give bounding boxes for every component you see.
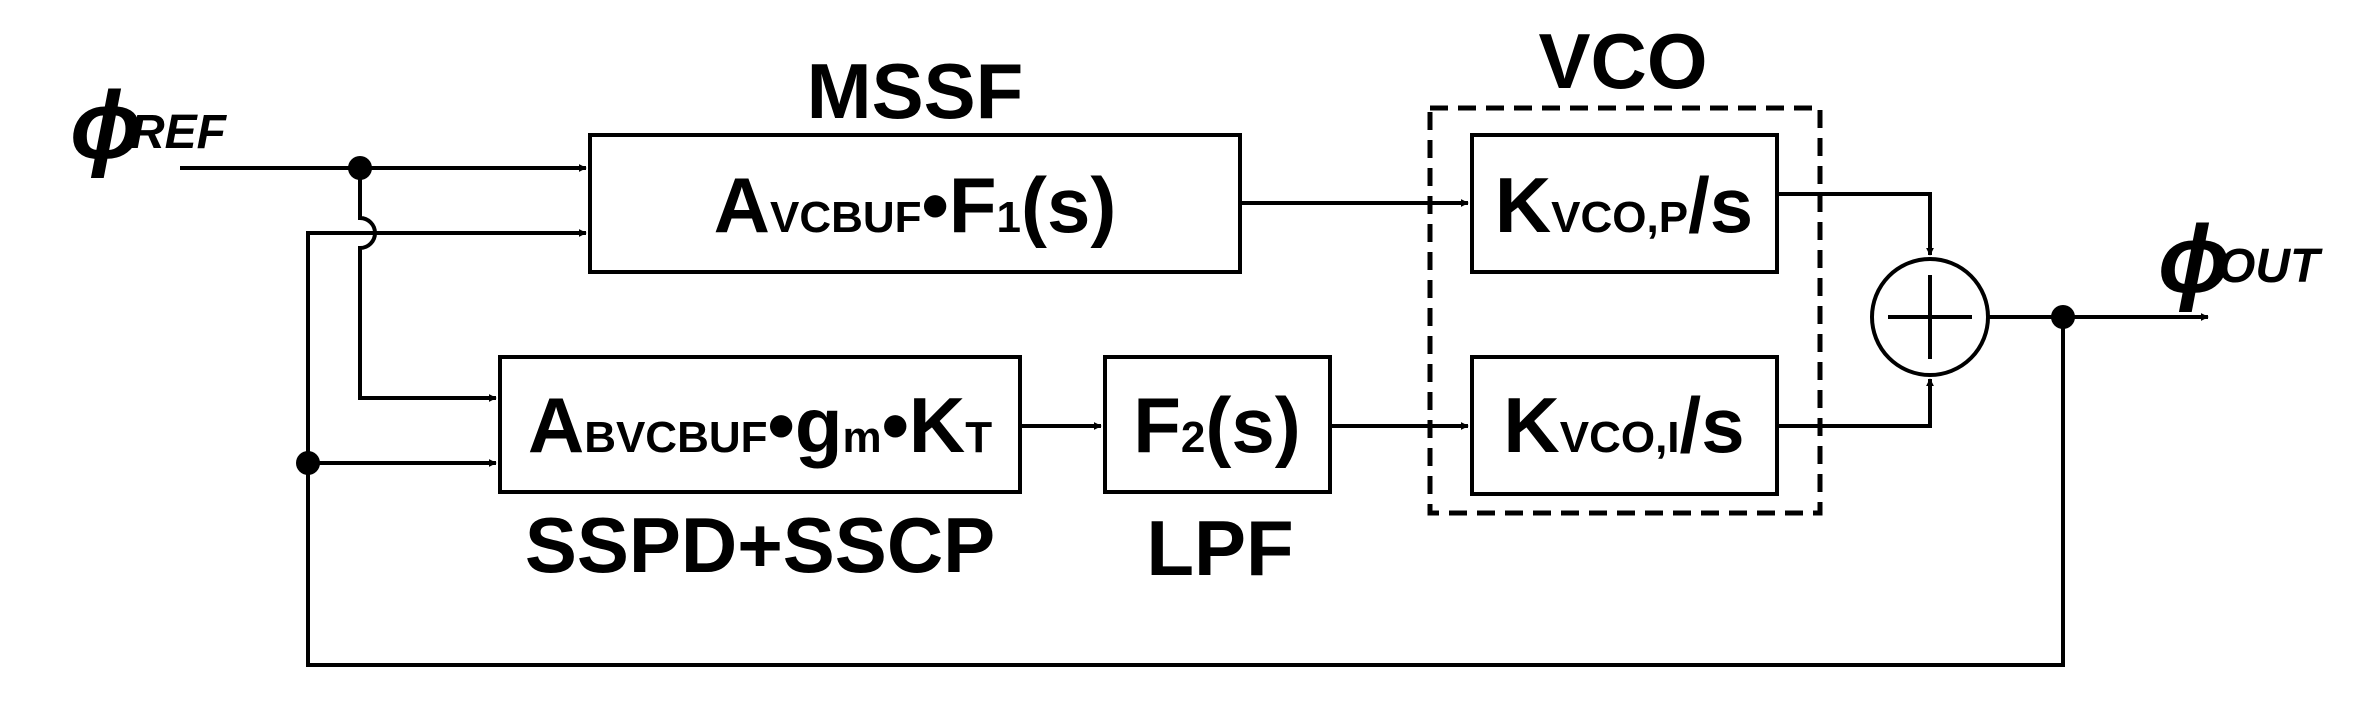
expr-term: F	[949, 161, 997, 249]
sspd-sscp-expression: ABVCBUF•gm•KT	[528, 381, 992, 469]
phi-ref-signal: ϕ REF	[70, 72, 228, 179]
expr-term: A	[714, 161, 770, 249]
vco-p-block	[1470, 133, 1779, 274]
vco-enclosure	[1427, 105, 1823, 516]
mssf-label: MSSF	[807, 47, 1024, 135]
phi-out-symbol: ϕ	[2158, 206, 2231, 313]
expr-subscript: m	[842, 413, 881, 462]
expr-subscript: VCBUF	[770, 193, 922, 242]
expr-term: /s	[1680, 381, 1745, 469]
lpf-expression: F2(s)	[1133, 381, 1300, 469]
expr-subscript: VCO,I	[1560, 413, 1680, 462]
expr-subscript: T	[965, 413, 992, 462]
expr-term: /s	[1688, 161, 1753, 249]
phi-ref-symbol: ϕ	[70, 72, 143, 179]
mssf-block	[588, 133, 1242, 274]
expr-subscript: VCO,P	[1551, 193, 1688, 242]
expr-term: •	[882, 381, 909, 469]
wire-ref-to-sspd	[358, 168, 497, 402]
mssf-expression: AVCBUF•F1(s)	[714, 161, 1117, 249]
expr-term: K	[1495, 161, 1551, 249]
expr-term: (s)	[1205, 381, 1300, 469]
sspd-sscp-label: SSPD+SSCP	[525, 501, 995, 589]
expr-term: (s)	[1021, 161, 1116, 249]
wire-feedback-loop	[306, 317, 2065, 667]
lpf-block	[1103, 355, 1332, 494]
summing-junction	[1870, 257, 1990, 377]
vco-i-expression: KVCO,I/s	[1503, 381, 1744, 469]
phi-ref-subscript: REF	[130, 106, 228, 159]
wire-vco-p-to-sum	[1777, 192, 1934, 256]
expr-subscript: 2	[1181, 413, 1205, 462]
vco-label: VCO	[1538, 17, 1707, 105]
vco-i-block	[1470, 355, 1779, 496]
sspd-sscp-block	[498, 355, 1022, 494]
expr-term: K	[1503, 381, 1559, 469]
expr-term: A	[528, 381, 584, 469]
expr-subscript: BVCBUF	[584, 413, 767, 462]
vco-p-expression: KVCO,P/s	[1495, 161, 1753, 249]
junction-feedback-split	[296, 451, 320, 475]
lpf-label: LPF	[1146, 504, 1293, 592]
expr-term: F	[1133, 381, 1181, 469]
expr-subscript: 1	[997, 193, 1021, 242]
expr-term: K	[909, 381, 965, 469]
phi-out-signal: ϕ OUT	[2158, 206, 2323, 313]
expr-term: •	[922, 161, 949, 249]
expr-term: g	[795, 381, 843, 469]
wire-vco-i-to-sum	[1777, 378, 1934, 428]
phi-out-subscript: OUT	[2218, 240, 2323, 293]
junction-ref-split	[348, 156, 372, 180]
expr-term: •	[768, 381, 795, 469]
junction-output-split	[2051, 305, 2075, 329]
wire-feedback-to-mssf	[306, 229, 587, 463]
